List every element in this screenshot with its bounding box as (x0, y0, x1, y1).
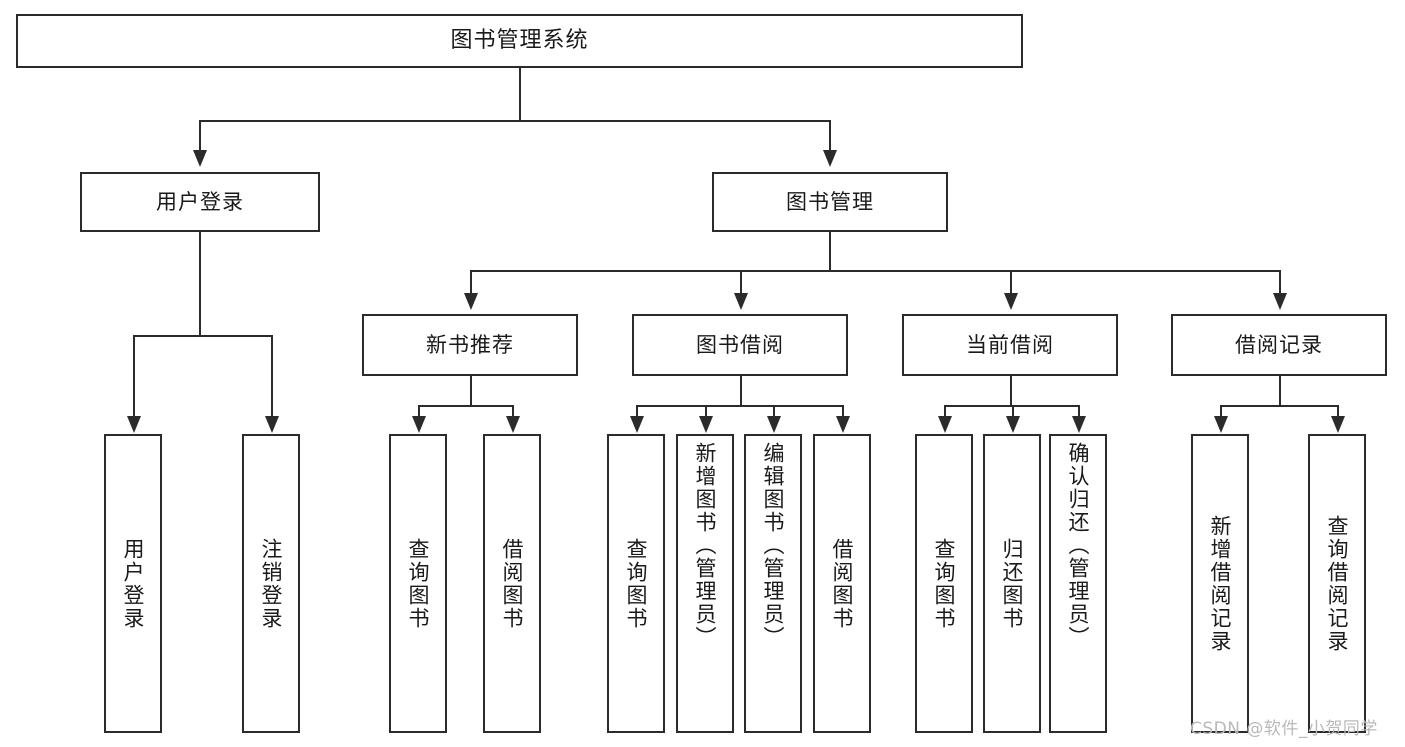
arrowhead-leaf-logout (265, 416, 279, 433)
node-label: 图书管理 (786, 189, 874, 214)
leaf-confirm-return-admin[interactable]: 确认归还（管理员） (1049, 434, 1107, 733)
node-label: 归还图书 (1000, 537, 1025, 630)
arrowhead-bb-leaf-2 (699, 416, 713, 433)
connector-borrow-record-bar (1220, 405, 1338, 407)
connector-book-borrow-stem (740, 376, 742, 405)
connector-current-borrow-bar (944, 405, 1079, 407)
node-label: 查询图书 (624, 537, 649, 630)
arrowhead-cb-leaf-2 (1006, 416, 1020, 433)
node-label: 查询借阅记录 (1325, 514, 1350, 653)
node-label: 确认归还（管理员） (1066, 442, 1091, 649)
leaf-edit-book-admin[interactable]: 编辑图书（管理员） (744, 434, 802, 733)
leaf-user-login[interactable]: 用户登录 (104, 434, 162, 733)
arrowhead-br-leaf-1 (1214, 416, 1228, 433)
arrowhead-cb-leaf-3 (1072, 416, 1086, 433)
connector-root-to-book-management (829, 120, 831, 152)
node-book-management[interactable]: 图书管理 (712, 172, 948, 232)
connector-borrow-record-stem (1279, 376, 1281, 405)
connector-to-new-book-recommend (470, 270, 472, 295)
node-label: 注销登录 (259, 537, 284, 630)
node-new-book-recommend[interactable]: 新书推荐 (362, 314, 578, 376)
connector-user-login-leaf-2 (271, 335, 273, 418)
connector-new-book-recommend-stem (470, 376, 472, 405)
arrowhead-current-borrow (1004, 293, 1018, 310)
arrowhead-book-management (823, 150, 837, 167)
leaf-query-book-cb[interactable]: 查询图书 (915, 434, 973, 733)
connector-bb-leaf-1 (636, 405, 638, 418)
connector-root-to-user-login (199, 120, 201, 152)
connector-user-login-bar (133, 335, 273, 337)
connector-br-leaf-2 (1337, 405, 1339, 418)
arrowhead-leaf-user-login (127, 416, 141, 433)
leaf-query-borrow-record[interactable]: 查询借阅记录 (1308, 434, 1366, 733)
leaf-query-book-nbr[interactable]: 查询图书 (389, 434, 447, 733)
arrowhead-nbr-leaf-2 (506, 416, 520, 433)
arrowhead-bb-leaf-3 (767, 416, 781, 433)
node-label: 编辑图书（管理员） (761, 442, 786, 649)
leaf-query-book-bb[interactable]: 查询图书 (607, 434, 665, 733)
connector-new-book-recommend-bar (418, 405, 513, 407)
leaf-borrow-book-nbr[interactable]: 借阅图书 (483, 434, 541, 733)
arrowhead-bb-leaf-4 (836, 416, 850, 433)
node-user-login[interactable]: 用户登录 (80, 172, 320, 232)
node-label: 借阅记录 (1235, 332, 1323, 357)
connector-book-management-stem (829, 232, 831, 270)
connector-current-borrow-stem (1010, 376, 1012, 405)
arrowhead-br-leaf-2 (1331, 416, 1345, 433)
arrowhead-book-borrow (734, 293, 748, 310)
watermark: CSDN @软件_小贺同学 (1190, 719, 1378, 739)
connector-nbr-leaf-1 (418, 405, 420, 418)
arrowhead-new-book-recommend (464, 293, 478, 310)
node-book-borrow[interactable]: 图书借阅 (632, 314, 848, 376)
arrowhead-borrow-record (1273, 293, 1287, 310)
connector-root-bar (199, 120, 831, 122)
connector-to-current-borrow (1010, 270, 1012, 295)
leaf-return-book[interactable]: 归还图书 (983, 434, 1041, 733)
arrowhead-bb-leaf-1 (630, 416, 644, 433)
node-label: 借阅图书 (830, 537, 855, 630)
node-label: 用户登录 (121, 537, 146, 630)
leaf-borrow-book-bb[interactable]: 借阅图书 (813, 434, 871, 733)
node-label: 用户登录 (156, 189, 244, 214)
node-label: 借阅图书 (500, 537, 525, 630)
arrowhead-cb-leaf-1 (938, 416, 952, 433)
node-label: 图书借阅 (696, 332, 784, 357)
connector-user-login-leaf-1 (133, 335, 135, 418)
leaf-add-borrow-record[interactable]: 新增借阅记录 (1191, 434, 1249, 733)
node-label: 新增借阅记录 (1208, 514, 1233, 653)
connector-to-borrow-record (1279, 270, 1281, 295)
node-label: 当前借阅 (966, 332, 1054, 357)
leaf-add-book-admin[interactable]: 新增图书（管理员） (676, 434, 734, 733)
connector-cb-leaf-1 (944, 405, 946, 418)
node-root-book-management-system[interactable]: 图书管理系统 (16, 14, 1023, 68)
connector-bb-leaf-2 (705, 405, 707, 418)
node-label: 查询图书 (406, 537, 431, 630)
node-current-borrow[interactable]: 当前借阅 (902, 314, 1118, 376)
connector-cb-leaf-2 (1012, 405, 1014, 418)
node-label: 新增图书（管理员） (693, 442, 718, 649)
connector-bb-leaf-3 (773, 405, 775, 418)
connector-root-stem (519, 68, 521, 120)
connector-book-borrow-bar (636, 405, 843, 407)
connector-nbr-leaf-2 (512, 405, 514, 418)
node-label: 查询图书 (932, 537, 957, 630)
node-borrow-record[interactable]: 借阅记录 (1171, 314, 1387, 376)
connector-bb-leaf-4 (842, 405, 844, 418)
arrowhead-user-login (193, 150, 207, 167)
connector-to-book-borrow (740, 270, 742, 295)
node-label: 新书推荐 (426, 332, 514, 357)
arrowhead-nbr-leaf-1 (412, 416, 426, 433)
node-label: 图书管理系统 (450, 28, 589, 54)
connector-user-login-stem (199, 232, 201, 335)
connector-br-leaf-1 (1220, 405, 1222, 418)
connector-book-management-bar (470, 270, 1280, 272)
leaf-logout[interactable]: 注销登录 (242, 434, 300, 733)
connector-cb-leaf-3 (1078, 405, 1080, 418)
